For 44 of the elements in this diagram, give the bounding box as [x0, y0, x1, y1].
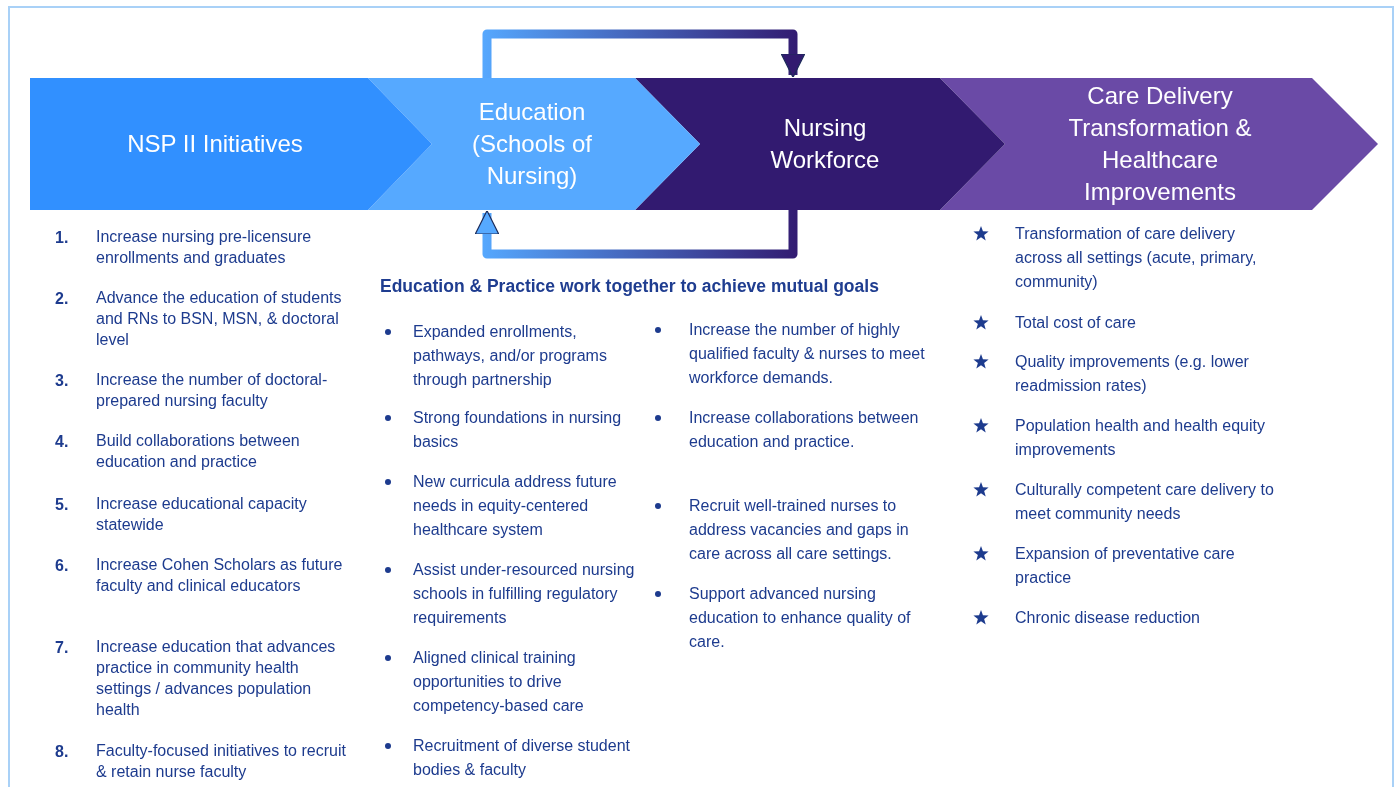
- chevron-arrow-shape: [635, 78, 1005, 210]
- chevron-arrow-shape: [940, 78, 1378, 210]
- list-item: Increase nursing pre-licensure enrollments and graduates: [96, 227, 313, 268]
- list-item: Chronic disease reduction: [1015, 608, 1201, 628]
- stage-title: Nursing Workforce: [769, 113, 881, 175]
- list-item: Quality improvements (e.g. lower readmission rates): [1015, 352, 1250, 396]
- list-number: 4.: [55, 432, 70, 452]
- list-item: Increase the number of doctoral-prepared nursing faculty: [96, 370, 329, 411]
- list-number: 5.: [55, 495, 70, 515]
- list-item: Advance the education of students and RNs to BSN, MSN, & doctoral level: [96, 288, 343, 350]
- list-item: Build collaborations between education and practice: [96, 431, 301, 472]
- list-number: 3.: [55, 371, 70, 391]
- list-item: Culturally competent care delivery to meet community needs: [1015, 480, 1275, 524]
- list-number: 2.: [55, 289, 70, 309]
- list-number: 6.: [55, 556, 70, 576]
- stage-title: NSP II Initiatives: [126, 129, 304, 159]
- list-item: Total cost of care: [1015, 313, 1137, 333]
- list-item: Recruitment of diverse student bodies & faculty: [413, 736, 631, 780]
- list-item: Population health and health equity improvements: [1015, 416, 1266, 460]
- list-item: Increase collaborations between education and practice.: [689, 408, 920, 452]
- list-number: 7.: [55, 638, 70, 658]
- list-item: Strong foundations in nursing basics: [413, 408, 623, 452]
- list-item: Increase the number of highly qualified faculty & nurses to meet workforce demands.: [689, 320, 926, 388]
- loop-arrow: [482, 29, 806, 78]
- list-number: 8.: [55, 742, 70, 762]
- loop-arrow: [474, 210, 798, 259]
- stage-title: Education (Schools of Nursing): [470, 97, 594, 191]
- list-item: Recruit well-trained nurses to address vacancies and gaps in care across all care settings.: [689, 496, 910, 564]
- list-number: 1.: [55, 228, 70, 248]
- chevron-arrow-shape: [30, 78, 432, 210]
- list-item: Increase education that advances practice in community health settings / advances population health: [96, 637, 337, 720]
- section-heading: Education & Practice work together to achieve mutual goals: [380, 275, 880, 298]
- list-item: Assist under-resourced nursing schools in fulfilling regulatory requirements: [413, 560, 636, 628]
- list-item: Support advanced nursing education to enhance quality of care.: [689, 584, 912, 652]
- list-item: Faculty-focused initiatives to recruit & retain nurse faculty: [96, 741, 347, 782]
- stage-title: Care Delivery Transformation & Healthcare Improvements: [1067, 81, 1253, 207]
- list-item: Transformation of care delivery across all settings (acute, primary, community): [1015, 224, 1258, 292]
- list-item: Expanded enrollments, pathways, and/or programs through partnership: [413, 322, 608, 390]
- list-item: Increase educational capacity statewide: [96, 494, 308, 535]
- list-item: New curricula address future needs in equity-centered healthcare system: [413, 472, 618, 540]
- list-item: Expansion of preventative care practice: [1015, 544, 1236, 588]
- list-item: Increase Cohen Scholars as future faculty and clinical educators: [96, 555, 344, 596]
- chevron-arrow-shape: [368, 78, 700, 210]
- list-item: Aligned clinical training opportunities to drive competency-based care: [413, 648, 585, 716]
